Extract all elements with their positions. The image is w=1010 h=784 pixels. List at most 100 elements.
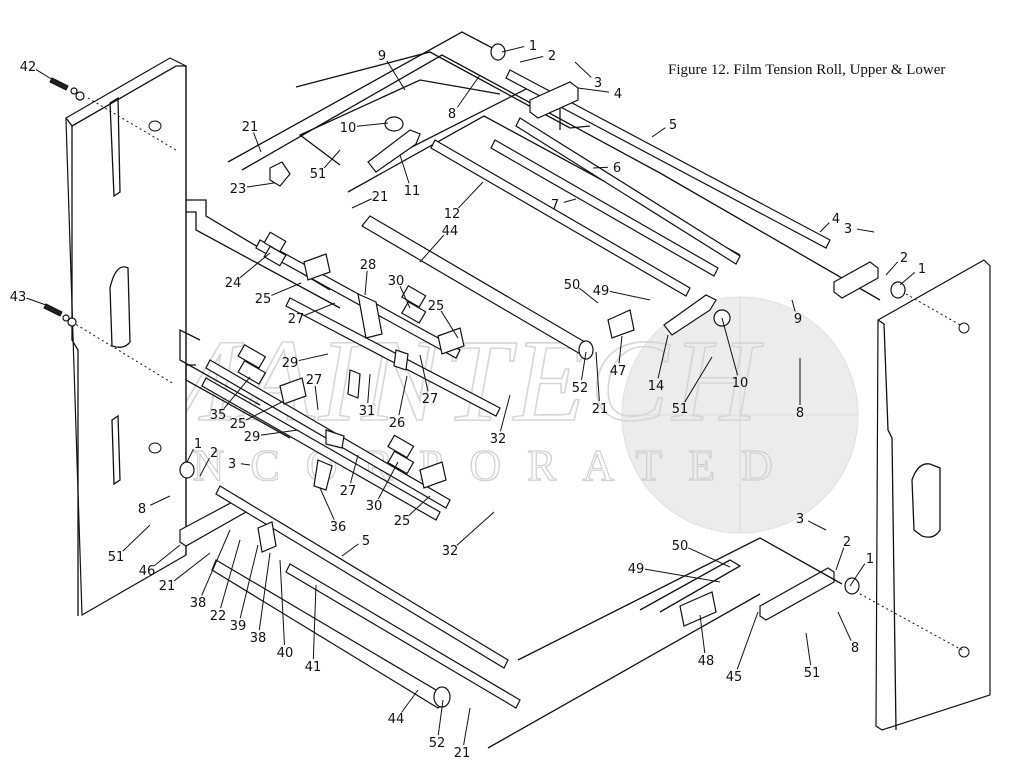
callout-leader-line (153, 544, 181, 567)
callout-part-27: 27 (419, 354, 438, 407)
callout-labels: 1234567891011122121235142434424252728302… (10, 39, 926, 761)
alignment-lines (71, 97, 963, 651)
callout-part-51: 51 (108, 524, 151, 565)
callout-part-2: 2 (199, 446, 218, 477)
callout-part-52: 52 (429, 699, 446, 751)
callout-number: 32 (442, 544, 459, 559)
callout-number: 51 (804, 666, 821, 681)
callout-number: 11 (404, 184, 421, 199)
callout-leader-line (35, 68, 54, 81)
callout-leader-line (351, 198, 372, 209)
callout-leader-line (199, 457, 210, 477)
callout-leader-line (456, 74, 481, 108)
callout-number: 4 (832, 212, 840, 227)
callout-part-25: 25 (394, 495, 431, 529)
callout-leader-line (399, 286, 411, 309)
callout-leader-line (246, 182, 275, 188)
callout-number: 46 (139, 564, 156, 579)
callout-part-51: 51 (672, 356, 713, 417)
callout-part-9: 9 (378, 49, 406, 91)
callout-leader-line (458, 181, 484, 209)
callout-part-35: 35 (210, 376, 251, 423)
callout-number: 36 (330, 520, 347, 535)
callout-number: 9 (794, 312, 802, 327)
callout-leader-line (323, 149, 341, 169)
callout-leader-line (805, 632, 812, 666)
callout-number: 30 (366, 499, 383, 514)
callout-leader-line (657, 334, 669, 379)
callout-part-2: 2 (519, 49, 556, 64)
callout-leader-line (253, 132, 262, 153)
callout-part-8: 8 (138, 495, 171, 517)
callout-number: 49 (593, 284, 610, 299)
callout-number: 21 (242, 120, 259, 135)
callout-part-25: 25 (230, 401, 283, 432)
callout-number: 3 (844, 222, 852, 237)
callout-part-45: 45 (726, 611, 759, 685)
callout-leader-line (849, 563, 866, 587)
callout-part-5: 5 (341, 534, 370, 557)
callout-number: 52 (429, 736, 446, 751)
callout-number: 3 (796, 512, 804, 527)
callout-leader-line (201, 529, 231, 596)
callout-leader-line (456, 511, 495, 546)
callout-part-1: 1 (849, 552, 874, 587)
callout-part-3: 3 (844, 222, 875, 237)
callout-number: 44 (442, 224, 459, 239)
upper-rods (361, 69, 831, 360)
callout-number: 49 (628, 562, 645, 577)
callout-number: 21 (159, 579, 176, 594)
callout-number: 43 (10, 290, 27, 305)
callout-leader-line (807, 520, 827, 531)
callout-leader-line (319, 487, 335, 520)
callout-number: 1 (918, 262, 926, 277)
callout-number: 2 (843, 535, 851, 550)
callout-part-46: 46 (139, 544, 181, 579)
callout-leader-line (26, 297, 47, 306)
callout-number: 1 (529, 39, 537, 54)
callout-part-25: 25 (428, 299, 459, 339)
callout-part-50: 50 (672, 539, 731, 568)
callout-number: 28 (360, 258, 377, 273)
callout-number: 48 (698, 654, 715, 669)
callout-number: 2 (210, 446, 218, 461)
callout-number: 29 (282, 356, 299, 371)
callout-part-30: 30 (388, 274, 411, 309)
watermark: MAINTECH INCORPORATED (137, 296, 859, 534)
callout-part-3: 3 (228, 457, 251, 472)
callout-number: 27 (288, 312, 305, 327)
callout-leader-line (408, 495, 431, 516)
callout-number: 38 (190, 596, 207, 611)
callout-number: 24 (225, 276, 242, 291)
callout-number: 25 (394, 514, 411, 529)
callout-part-26: 26 (389, 375, 408, 431)
callout-number: 10 (340, 121, 357, 136)
lower-assembly (179, 461, 860, 749)
callout-number: 42 (20, 60, 37, 75)
callout-leader-line (699, 614, 706, 654)
callout-leader-line (581, 351, 587, 381)
callout-leader-line (122, 524, 151, 552)
callout-number: 40 (277, 646, 294, 661)
callout-leader-line (574, 61, 592, 78)
callout-leader-line (349, 454, 359, 484)
callout-leader-line (356, 122, 389, 127)
callout-part-39: 39 (230, 544, 259, 634)
callout-leader-line (220, 539, 241, 609)
callout-number: 12 (444, 207, 461, 222)
callout-leader-line (304, 302, 336, 316)
callout-part-27: 27 (288, 302, 336, 327)
callout-number: 2 (548, 49, 556, 64)
callout-number: 38 (250, 631, 267, 646)
callout-number: 2 (900, 251, 908, 266)
callout-number: 8 (138, 502, 146, 517)
figure-title: Figure 12. Film Tension Roll, Upper & Lo… (668, 62, 946, 78)
callout-part-49: 49 (628, 562, 721, 583)
callout-part-50: 50 (564, 278, 599, 304)
callout-part-8: 8 (796, 358, 804, 421)
callout-leader-line (736, 611, 759, 670)
callout-leader-line (367, 373, 371, 404)
callout-part-8: 8 (448, 74, 481, 122)
callout-part-30: 30 (366, 461, 399, 514)
callout-leader-line (578, 287, 599, 304)
